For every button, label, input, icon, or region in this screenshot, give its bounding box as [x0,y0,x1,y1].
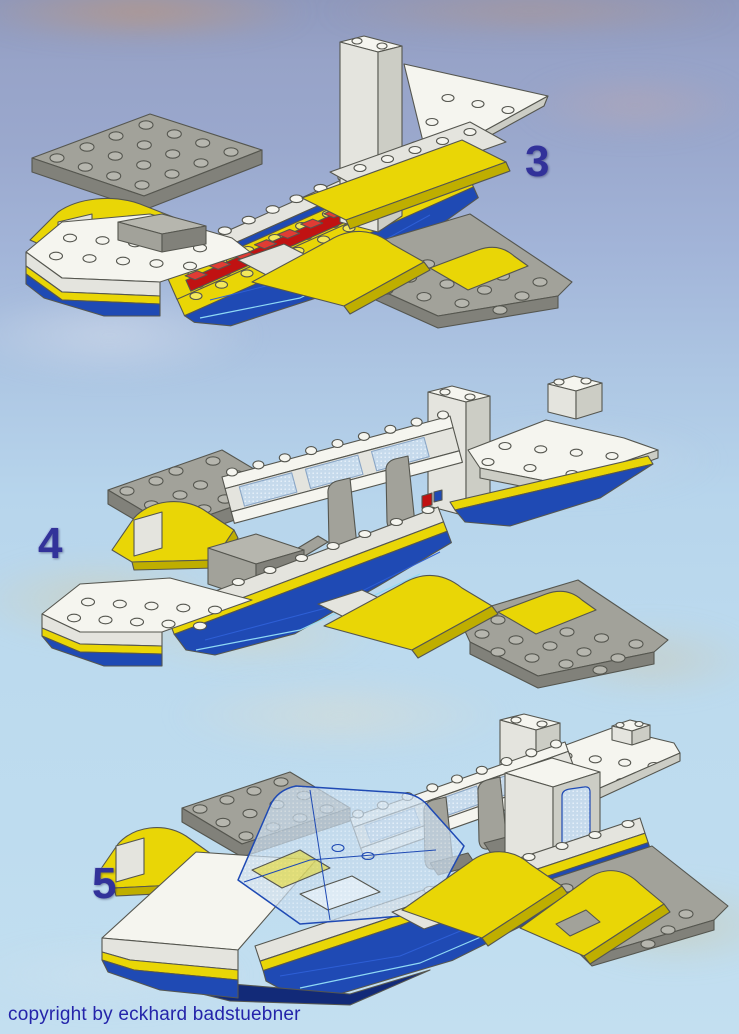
step3-nose [25,213,251,317]
copyright-text: copyright by eckhard badstuebner [8,1004,301,1025]
step-3-model [25,35,573,329]
step3-tail [301,35,549,233]
step-3-number: 3 [525,137,550,186]
step4-nose [41,577,253,667]
step4-right-wing [457,579,669,689]
step3-left-wing [31,113,263,211]
step-4-model [41,375,669,689]
step4-left-float [111,501,239,571]
step4-tail [427,375,659,527]
step5-cockpit-canopy [237,785,465,925]
step-4-number: 4 [38,519,63,568]
step4-right-float [317,574,597,659]
step5-right-float [391,851,671,965]
step3-right-float [237,230,529,315]
step-5-model [95,713,729,1006]
step-5-number: 5 [92,859,117,908]
